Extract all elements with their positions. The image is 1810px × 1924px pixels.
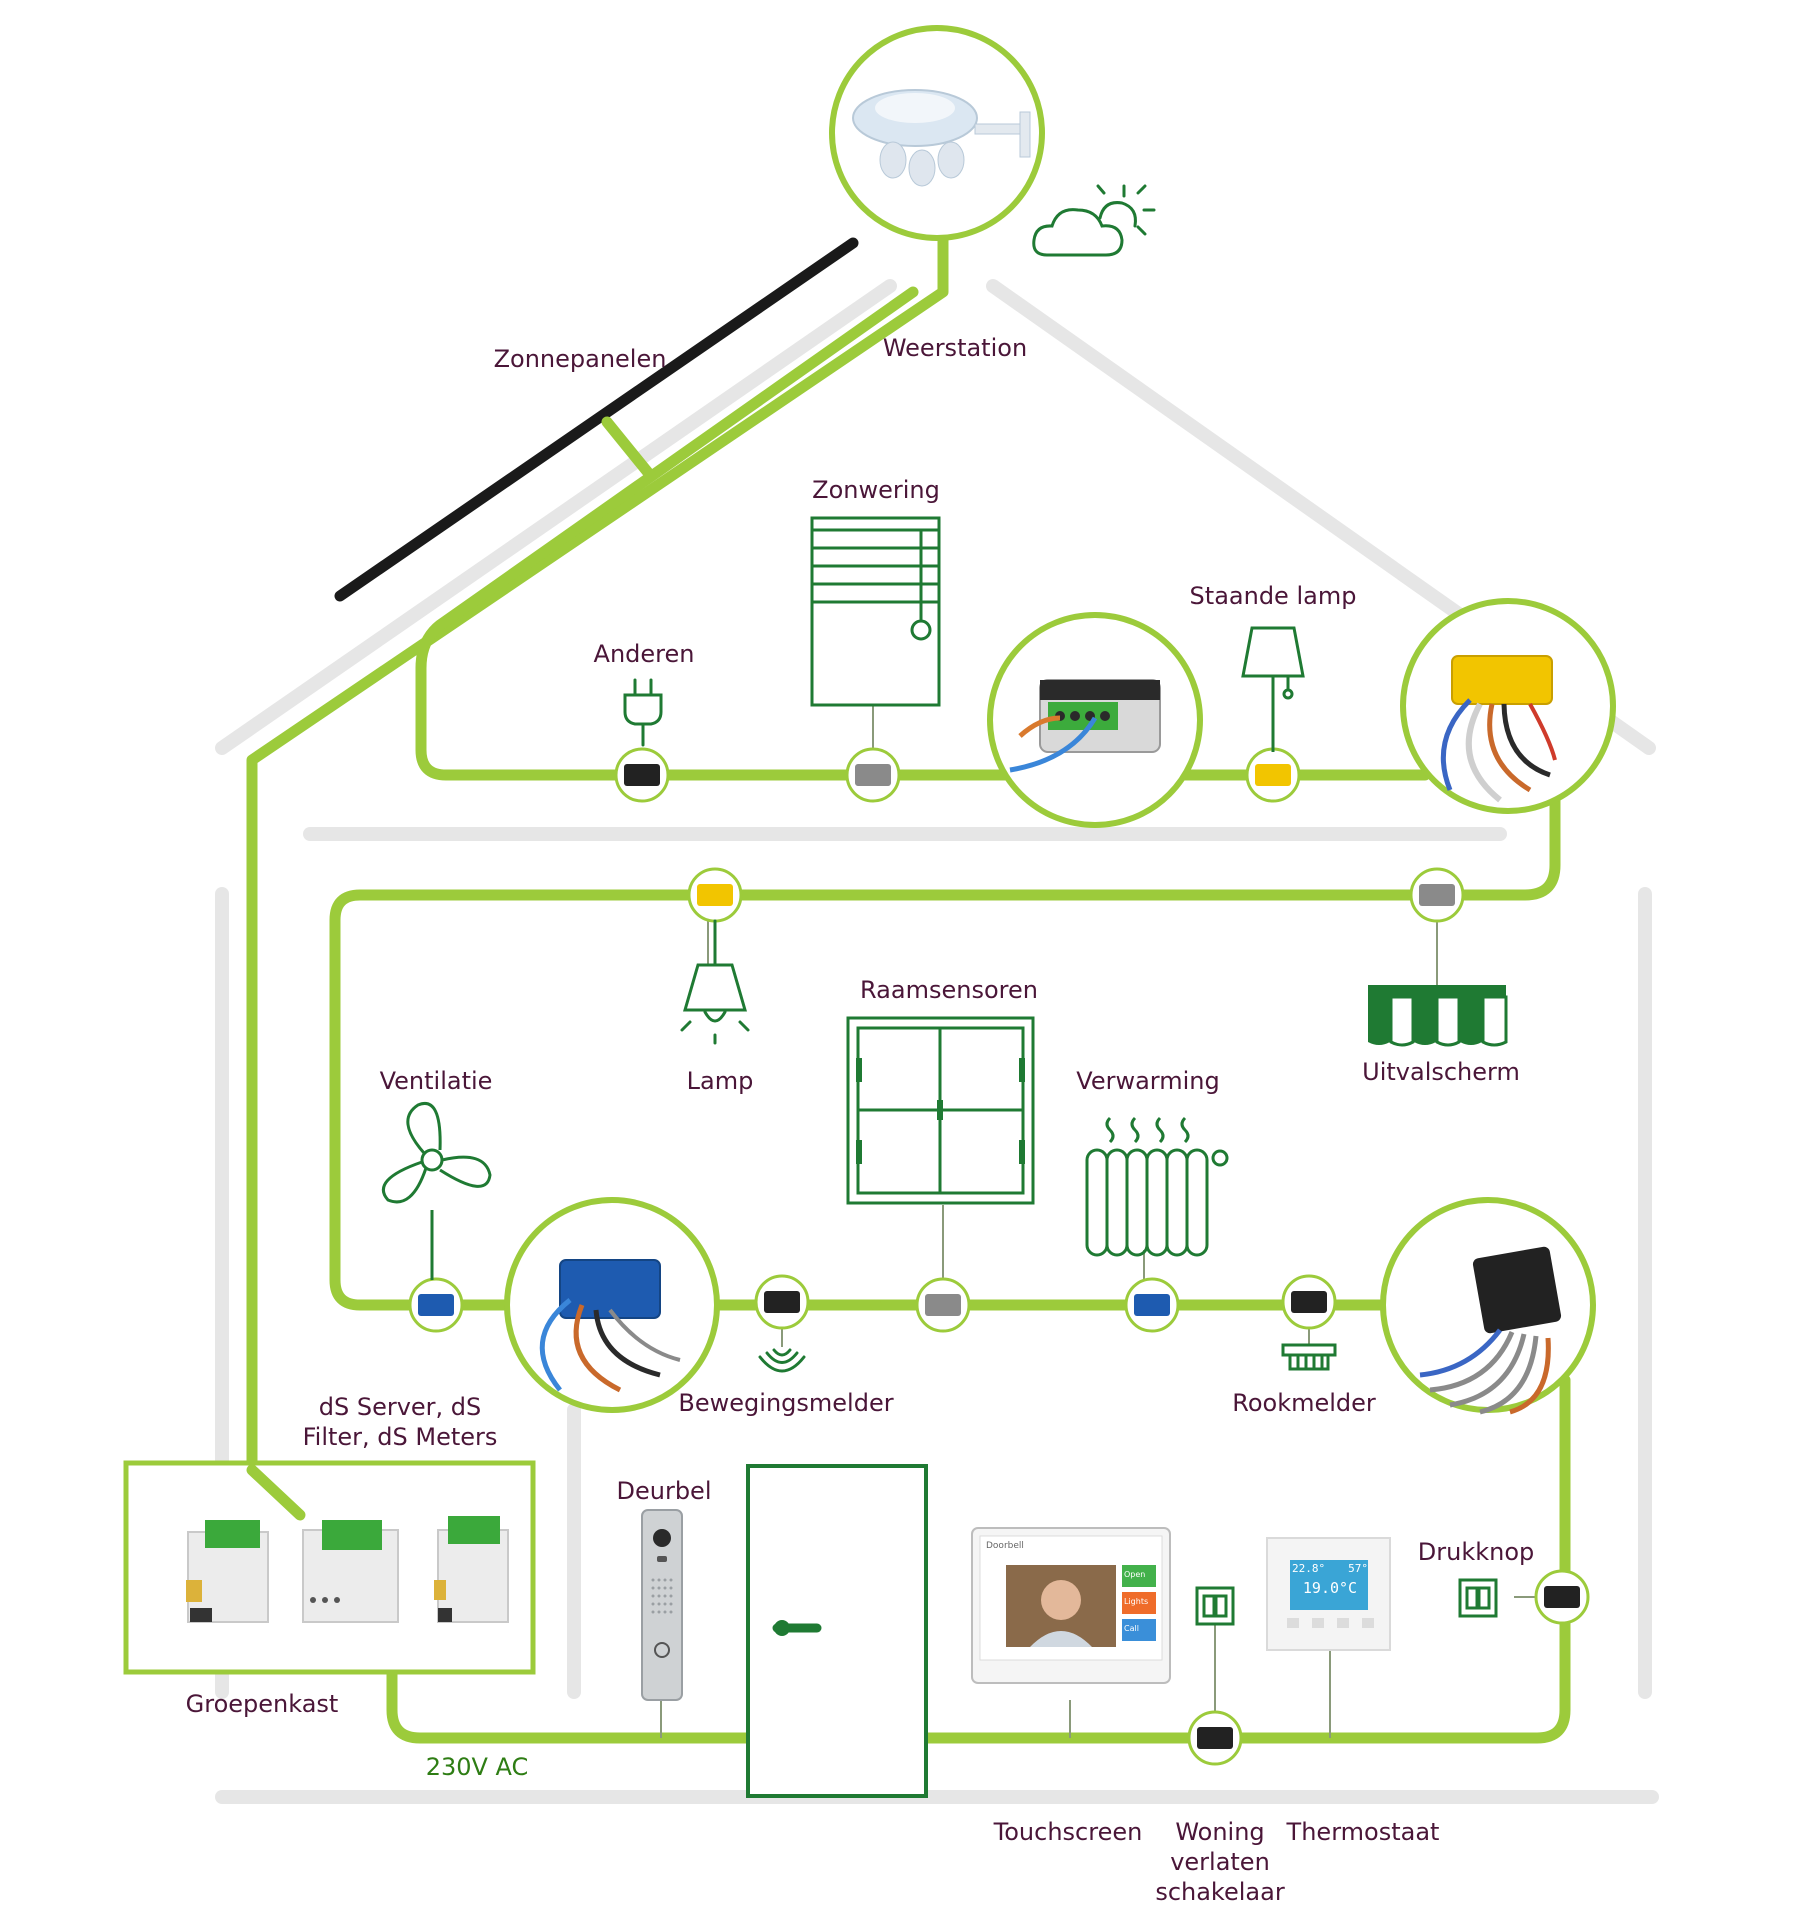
label-lamp: Lamp	[686, 1067, 754, 1095]
label-doorbell: Deurbel	[616, 1477, 712, 1505]
smoke-detector-icon	[1281, 1343, 1337, 1371]
blue-module-circle	[504, 1197, 720, 1413]
label-floor-lamp: Staande lamp	[1189, 582, 1357, 610]
label-sun-shading: Zonwering	[812, 476, 940, 504]
cloud-sun-icon	[1032, 184, 1156, 257]
ds-meter	[434, 1516, 509, 1623]
touchscreen-icon	[971, 1527, 1171, 1684]
ds-server	[186, 1520, 269, 1623]
terminal-smoke	[1281, 1274, 1337, 1330]
label-motion-sensor: Bewegingsmelder	[678, 1389, 894, 1417]
thermostat-icon	[1266, 1537, 1391, 1651]
label-ds-devices: dS Server, dS Filter, dS Meters	[302, 1393, 498, 1451]
label-distribution-box: Groepenkast	[185, 1690, 339, 1718]
label-weather-station: Weerstation	[882, 334, 1028, 362]
yellow-module-circle	[1400, 598, 1616, 814]
terminal-lamp	[687, 867, 743, 923]
touchscreen-tile-1[interactable]: Open	[1124, 1570, 1146, 1579]
awning-icon	[1368, 985, 1508, 1047]
thermostat-temp-set: 19.0°C	[1302, 1579, 1358, 1597]
ds-filter	[302, 1520, 399, 1623]
radiator-icon	[1085, 1116, 1229, 1257]
label-touchscreen: Touchscreen	[993, 1818, 1143, 1846]
distribution-box	[123, 1460, 536, 1675]
terminal-ventilation	[408, 1277, 464, 1333]
label-mains-voltage: 230V AC	[425, 1753, 529, 1781]
label-ventilation: Ventilatie	[379, 1067, 493, 1095]
ceiling-lamp-icon	[680, 919, 750, 1045]
switch-icon	[1195, 1586, 1235, 1626]
label-awning: Uitvalscherm	[1362, 1058, 1520, 1086]
thermostat-humidity: 57°	[1348, 1562, 1368, 1575]
push-button-icon	[1458, 1578, 1498, 1618]
label-solar-panels: Zonnepanelen	[493, 345, 667, 373]
label-window-sensors: Raamsensoren	[860, 976, 1038, 1004]
label-smoke-detector: Rookmelder	[1232, 1389, 1376, 1417]
touchscreen-brand: Doorbell	[986, 1541, 1024, 1551]
plug-icon	[623, 678, 663, 747]
label-others: Anderen	[593, 640, 695, 668]
thermostat-screen: 22.8° 57° 19.0°C	[1292, 1562, 1368, 1597]
grey-module-circle	[987, 612, 1203, 828]
terminal-awning	[1409, 867, 1465, 923]
terminal-windows	[915, 1277, 971, 1333]
house-outline	[215, 279, 1659, 1804]
terminal-others	[614, 747, 670, 803]
label-thermostat: Thermostaat	[1286, 1818, 1440, 1846]
floor-lamp-icon	[1241, 626, 1305, 752]
thermostat-temp-actual: 22.8°	[1292, 1562, 1326, 1575]
terminal-sun-shading	[845, 747, 901, 803]
terminal-push-button	[1534, 1569, 1590, 1625]
label-push-button: Drukknop	[1417, 1538, 1535, 1566]
weather-station-icon	[852, 89, 1031, 187]
solar-panel-icon	[334, 237, 859, 602]
doorbell-icon	[641, 1509, 683, 1701]
fan-icon	[381, 1102, 492, 1280]
blinds-icon	[810, 516, 941, 707]
touchscreen-tile-3[interactable]: Call	[1124, 1624, 1139, 1633]
weather-station-circle	[829, 25, 1045, 241]
label-leave-home-switch: Woning verlaten schakelaar	[1155, 1818, 1285, 1906]
terminal-motion	[754, 1274, 810, 1330]
door-icon	[746, 1464, 928, 1798]
black-module-circle	[1380, 1197, 1596, 1415]
label-heating: Verwarming	[1076, 1067, 1220, 1095]
touchscreen-tile-2[interactable]: Lights	[1124, 1597, 1149, 1606]
window-icon	[846, 1016, 1035, 1205]
motion-waves-icon	[758, 1348, 806, 1373]
terminal-heating	[1124, 1277, 1180, 1333]
terminal-leave-switch	[1187, 1710, 1243, 1766]
